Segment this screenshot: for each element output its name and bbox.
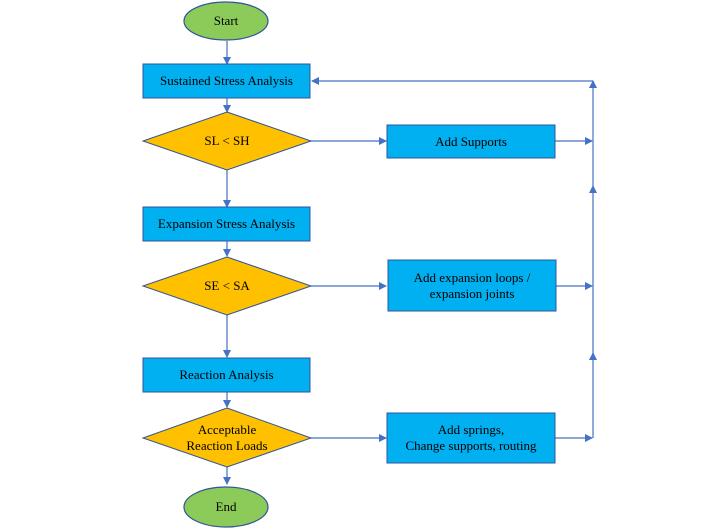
add-loops-box-shape [387,259,557,312]
se-sa-decision-shape [141,256,313,316]
reaction-analysis-box-shape [142,357,311,393]
shapes [141,1,557,528]
add-supports-box-shape [386,124,556,159]
sustained-stress-box-shape [142,63,311,99]
connectors [223,41,597,485]
start-terminal-shape [183,1,269,41]
add-springs-box-shape [386,412,556,464]
sl-sh-decision-shape [141,111,313,171]
expansion-stress-box-shape [142,206,311,242]
acceptable-decision-shape [141,407,313,468]
end-terminal-shape [183,486,269,528]
